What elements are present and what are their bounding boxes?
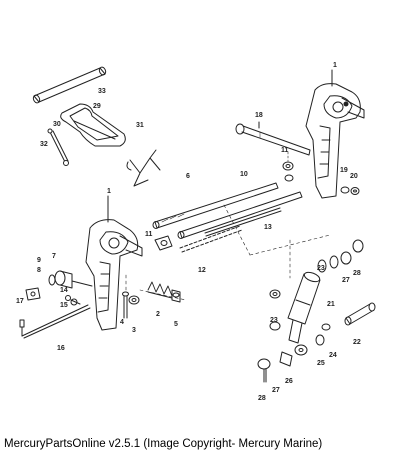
callout-7: 7 (52, 253, 56, 260)
callout-32: 32 (40, 141, 48, 148)
callout-20: 20 (350, 173, 358, 180)
callout-24: 24 (329, 352, 337, 359)
callout-30: 30 (53, 121, 61, 128)
part-bolt-18 (235, 121, 311, 156)
callout-18: 18 (255, 112, 263, 119)
part-rod-13 (204, 207, 282, 237)
part-washer-3 (128, 295, 140, 305)
callout-27-upper: 27 (342, 277, 350, 284)
callout-16: 16 (57, 345, 65, 352)
part-pin-4 (122, 291, 129, 319)
callout-22: 22 (353, 339, 361, 346)
callout-33: 33 (98, 88, 106, 95)
part-rod-33 (32, 66, 107, 104)
part-cylinder-21 (287, 271, 321, 344)
callout-4: 4 (120, 319, 124, 326)
part-shaft-6 (152, 182, 279, 229)
part-handle-16 (19, 304, 91, 339)
callout-28-lower: 28 (258, 395, 266, 402)
part-strap-29 (60, 103, 126, 147)
part-nut-17 (25, 287, 41, 301)
part-knob-7-8-9 (48, 270, 93, 289)
callout-labels: 1 1 2 3 4 5 6 7 8 9 10 11 11 12 13 14 15… (16, 62, 361, 402)
part-plunger-5 (171, 289, 181, 303)
callout-19: 19 (340, 167, 348, 174)
image-caption: MercuryPartsOnline v2.5.1 (Image Copyrig… (4, 438, 323, 450)
part-rod-12 (179, 225, 243, 253)
callout-15: 15 (60, 302, 68, 309)
callout-1-lower: 1 (107, 188, 111, 195)
callout-23-left: 23 (270, 317, 278, 324)
exploded-parts-diagram: 1 1 2 3 4 5 6 7 8 9 10 11 11 12 13 14 15… (16, 62, 376, 402)
callout-26: 26 (285, 378, 293, 385)
callout-12: 12 (198, 267, 206, 274)
callout-1-upper: 1 (333, 62, 337, 69)
part-nut-19-20 (340, 186, 360, 195)
assembly-lines (125, 204, 331, 301)
callout-3: 3 (132, 327, 136, 334)
callout-13: 13 (264, 224, 272, 231)
part-small-14-15 (65, 295, 81, 306)
callout-29: 29 (93, 103, 101, 110)
callout-10: 10 (240, 171, 248, 178)
callout-11-upper: 11 (281, 147, 289, 154)
callout-27-lower: 27 (272, 387, 280, 394)
callout-14: 14 (60, 287, 68, 294)
part-spring-31 (126, 149, 161, 187)
callout-23-right: 23 (317, 265, 325, 272)
part-washers-23-28 (257, 239, 364, 383)
callout-25: 25 (317, 360, 325, 367)
callout-11-lower: 11 (145, 231, 153, 238)
part-pin-30-32 (47, 128, 69, 166)
callout-9: 9 (37, 257, 41, 264)
callout-31: 31 (136, 122, 144, 129)
callout-8: 8 (37, 267, 41, 274)
callout-28-upper: 28 (353, 270, 361, 277)
part-nut-11-lower (154, 235, 173, 251)
part-shaft-10 (177, 191, 303, 239)
part-bracket-1-lower (85, 195, 143, 331)
callout-6: 6 (186, 173, 190, 180)
callout-17: 17 (16, 298, 24, 305)
callout-2: 2 (156, 311, 160, 318)
part-bracket-1-upper (305, 69, 365, 199)
callout-5: 5 (174, 321, 178, 328)
part-pin-22 (344, 302, 376, 326)
part-nut-11-upper (282, 151, 294, 182)
part-spring-2 (147, 281, 173, 299)
callout-21: 21 (327, 301, 335, 308)
